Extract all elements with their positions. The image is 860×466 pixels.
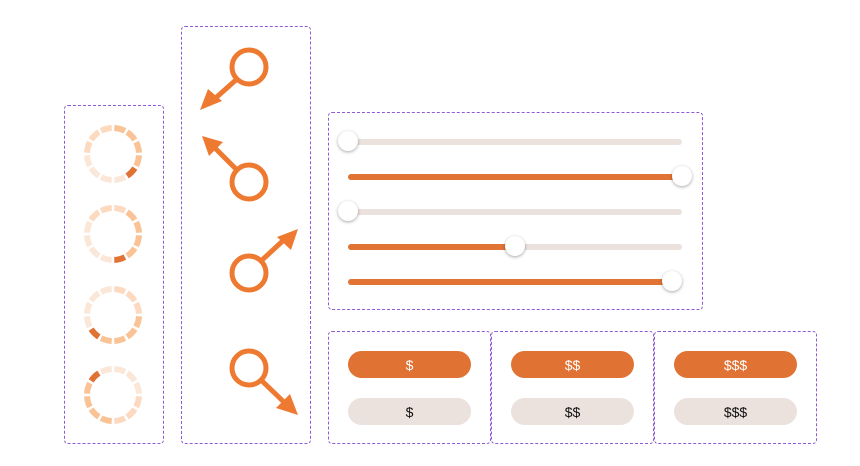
spinner-segment — [133, 155, 142, 168]
arrow-up-right-icon — [229, 229, 298, 293]
price-button-2-light[interactable]: $$ — [511, 398, 634, 425]
price-button-3-light[interactable]: $$$ — [674, 398, 797, 425]
spinner-segment — [84, 220, 93, 233]
spinner-segment — [114, 366, 127, 375]
spinner-segment — [133, 396, 142, 409]
loading-spinner-icon — [84, 286, 142, 344]
slider-thumb[interactable] — [672, 166, 692, 186]
slider-thumb[interactable] — [505, 236, 525, 256]
price-button-1-light[interactable]: $ — [348, 398, 471, 425]
arrow-up-left-icon — [202, 136, 269, 202]
spinner-segment — [84, 396, 93, 409]
price-group-3 — [654, 331, 817, 444]
spinner-segment — [133, 220, 142, 233]
spinner-segment — [88, 129, 101, 142]
spinner-segment — [125, 209, 138, 222]
slider-fill — [348, 244, 515, 250]
slider-2[interactable] — [348, 165, 692, 189]
spinner-segment — [114, 254, 127, 263]
spinner-segment — [99, 174, 112, 183]
slider-thumb[interactable] — [338, 131, 358, 151]
spinner-segment — [99, 254, 112, 263]
spinner-segment — [125, 327, 138, 340]
spinner-segment — [88, 246, 101, 259]
spinner-segment — [114, 286, 127, 295]
spinner-segment — [99, 335, 112, 344]
spinner-segment — [99, 415, 112, 424]
arrow-down-right-icon — [229, 348, 298, 415]
spinner-segment — [125, 407, 138, 420]
slider-4[interactable] — [348, 235, 682, 259]
spinner-segment — [88, 327, 101, 340]
slider-thumb[interactable] — [661, 271, 682, 291]
spinner-segment — [133, 301, 142, 314]
price-group-1 — [328, 331, 491, 444]
loading-spinner-icon — [84, 205, 142, 263]
spinner-segment — [114, 415, 127, 424]
arrow-down-left-icon — [200, 47, 269, 110]
loading-spinner-icon — [84, 125, 142, 183]
spinner-segment — [99, 205, 112, 214]
slider-1[interactable] — [338, 130, 682, 154]
spinner-segment — [88, 209, 101, 222]
spinner-segment — [84, 155, 93, 168]
price-button-3-filled[interactable]: $$$ — [674, 351, 797, 378]
slider-3[interactable] — [338, 200, 682, 224]
spinner-segment — [125, 166, 138, 179]
price-group-2 — [491, 331, 654, 444]
spinner-segment — [88, 166, 101, 179]
spinner-segment — [133, 235, 142, 248]
spinner-segment — [99, 366, 112, 375]
slider-track — [348, 139, 682, 145]
slider-track — [348, 209, 682, 215]
spinner-segment — [114, 174, 127, 183]
spinner-segment — [99, 125, 112, 134]
spinner-segment — [125, 370, 138, 383]
price-button-1-filled[interactable]: $ — [348, 351, 471, 378]
loader-panel — [64, 105, 164, 444]
spinner-segment — [88, 407, 101, 420]
slider-thumb[interactable] — [338, 201, 358, 221]
spinner-segment — [133, 381, 142, 394]
spinner-segment — [114, 125, 127, 134]
spinner-segment — [84, 301, 93, 314]
spinner-segment — [84, 316, 93, 329]
slider-panel — [328, 112, 703, 310]
spinner-segment — [88, 370, 101, 383]
slider-5[interactable] — [348, 270, 682, 294]
spinner-segment — [88, 290, 101, 303]
slider-fill — [348, 279, 672, 285]
spinner-segment — [84, 235, 93, 248]
spinner-segment — [114, 205, 127, 214]
spinner-segment — [125, 246, 138, 259]
price-button-2-filled[interactable]: $$ — [511, 351, 634, 378]
spinner-segment — [125, 290, 138, 303]
spinner-segment — [84, 381, 93, 394]
spinner-segment — [125, 129, 138, 142]
direction-icon-panel — [181, 26, 311, 444]
spinner-segment — [99, 286, 112, 295]
loading-spinner-icon — [84, 366, 142, 424]
spinner-segment — [114, 335, 127, 344]
slider-fill — [348, 174, 682, 180]
spinner-segment — [133, 140, 142, 153]
spinner-segment — [84, 140, 93, 153]
spinner-segment — [133, 316, 142, 329]
